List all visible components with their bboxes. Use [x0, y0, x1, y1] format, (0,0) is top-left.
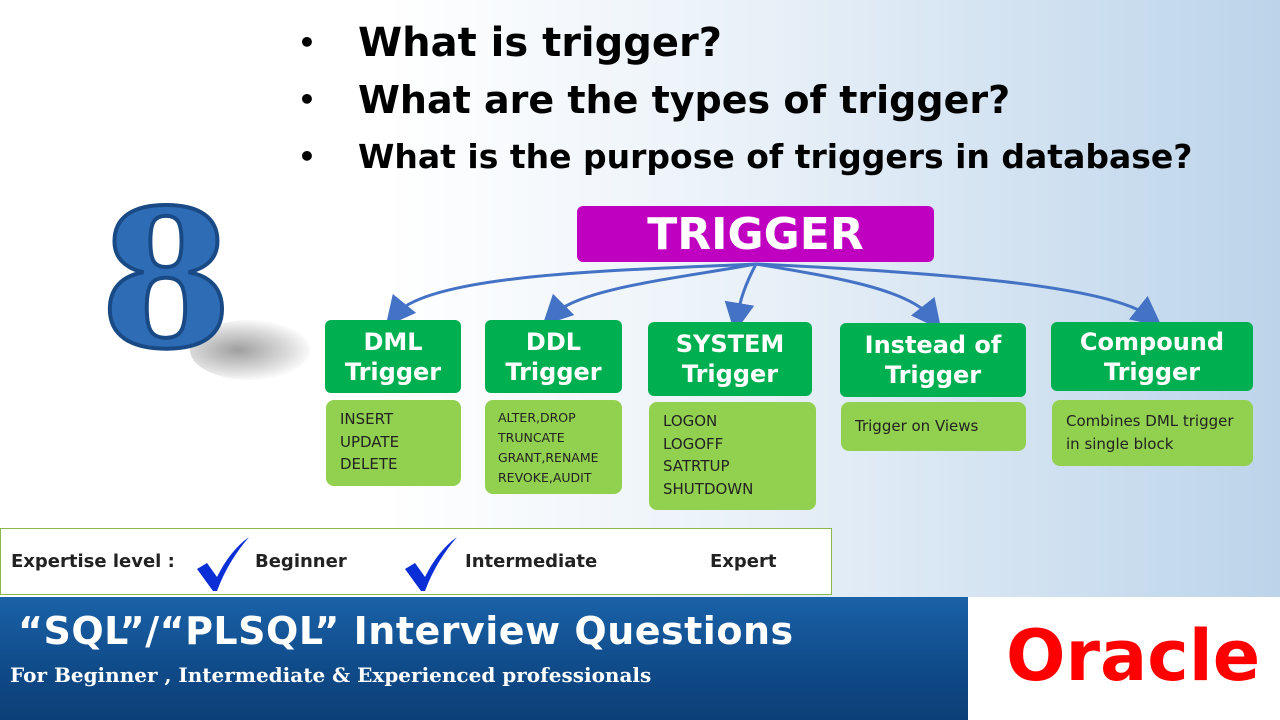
question-item: • What is the purpose of triggers in dat…	[298, 128, 1198, 185]
expertise-label: Expertise level :	[11, 551, 175, 572]
desc-item: DELETE	[340, 455, 398, 473]
type-node-system: SYSTEM Trigger	[648, 322, 812, 396]
brand-logo-text: Oracle	[1006, 615, 1261, 697]
desc-compound: Combines DML trigger in single block	[1052, 400, 1253, 466]
type-node-dml: DML Trigger	[325, 320, 461, 393]
bullet-icon: •	[298, 26, 316, 59]
arrow-instead	[755, 262, 942, 330]
trigger-root-node: TRIGGER	[577, 206, 934, 262]
expertise-level-beginner: Beginner	[255, 551, 347, 572]
type-node-title: DML	[363, 327, 423, 356]
desc-item: Combines DML trigger	[1066, 412, 1234, 430]
desc-item: Trigger on Views	[855, 417, 979, 435]
arrow-ddl	[542, 262, 757, 326]
desc-dml: INSERT UPDATE DELETE	[326, 400, 461, 486]
desc-item: GRANT,RENAME	[498, 450, 599, 465]
bullet-icon: •	[298, 140, 316, 173]
desc-item: ALTER,DROP	[498, 410, 576, 425]
question-text: What is trigger?	[358, 19, 722, 66]
question-item: • What are the types of trigger?	[298, 71, 1198, 128]
desc-system: LOGON LOGOFF SATRTUP SHUTDOWN	[649, 402, 816, 510]
type-node-instead-of: Instead of Trigger	[840, 323, 1026, 397]
desc-instead-of: Trigger on Views	[841, 402, 1026, 451]
type-node-title: SYSTEM	[675, 330, 785, 358]
type-node-subtitle: Trigger	[884, 361, 982, 389]
type-node-subtitle: Trigger	[344, 357, 442, 386]
expertise-level-intermediate: Intermediate	[465, 551, 598, 572]
desc-item: UPDATE	[340, 432, 400, 451]
expertise-level-panel: Expertise level : Beginner Intermediate …	[0, 528, 832, 595]
footer-banner: “SQL”/“PLSQL” Interview Questions For Be…	[0, 597, 968, 720]
bullet-icon: •	[298, 83, 316, 116]
type-node-title: DDL	[525, 327, 582, 356]
check-icon	[405, 537, 457, 591]
footer-title: “SQL”/“PLSQL” Interview Questions	[18, 609, 794, 653]
desc-item: SHUTDOWN	[663, 479, 754, 498]
type-node-title: Compound	[1079, 327, 1225, 356]
type-node-title: Instead of	[864, 331, 1002, 359]
footer-subtitle: For Beginner , Intermediate & Experience…	[10, 663, 652, 687]
brand-panel: Oracle	[968, 597, 1280, 720]
expertise-level-expert: Expert	[710, 551, 777, 572]
type-node-subtitle: Trigger	[1103, 357, 1201, 386]
desc-item: TRUNCATE	[498, 430, 565, 445]
type-node-subtitle: Trigger	[681, 360, 779, 388]
question-list: • What is trigger? • What are the types …	[298, 14, 1198, 185]
episode-number-shadow	[190, 320, 310, 380]
question-item: • What is trigger?	[298, 14, 1198, 71]
desc-item: INSERT	[340, 410, 394, 428]
question-text: What is the purpose of triggers in datab…	[358, 137, 1193, 176]
desc-item: SATRTUP	[663, 457, 730, 475]
question-text: What are the types of trigger?	[358, 77, 1011, 122]
desc-item: LOGON	[663, 412, 718, 430]
arrow-system	[724, 263, 758, 333]
desc-item: in single block	[1066, 434, 1174, 453]
arrow-compound	[755, 262, 1162, 327]
type-node-ddl: DDL Trigger	[485, 320, 622, 393]
episode-number: 8	[98, 168, 234, 391]
type-node-compound: Compound Trigger	[1051, 322, 1253, 391]
desc-item: LOGOFF	[663, 434, 724, 453]
check-icon	[197, 537, 249, 591]
arrow-dml	[385, 262, 757, 327]
desc-ddl: ALTER,DROP TRUNCATE GRANT,RENAME REVOKE,…	[485, 400, 622, 494]
desc-item: REVOKE,AUDIT	[498, 470, 592, 485]
type-node-subtitle: Trigger	[505, 357, 602, 386]
